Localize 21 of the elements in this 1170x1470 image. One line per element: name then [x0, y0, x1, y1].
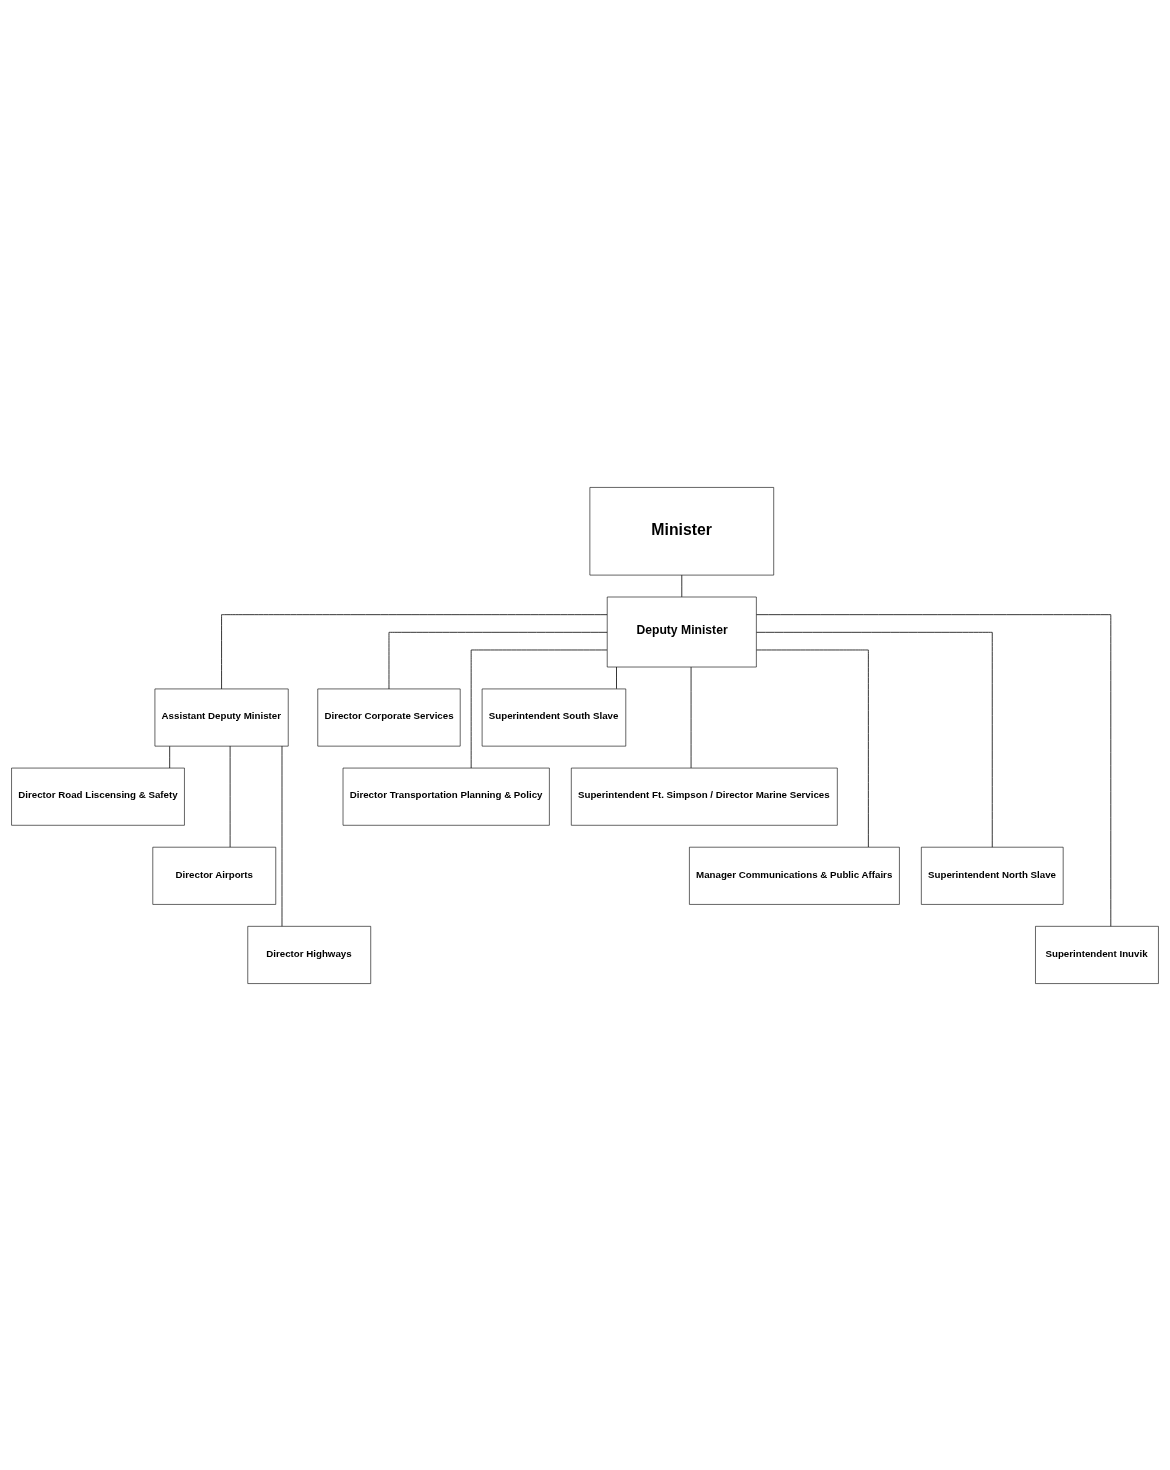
- connector: [756, 631, 993, 848]
- connector: [388, 631, 608, 689]
- node-box: Superintendent North Slave: [921, 846, 1064, 905]
- connector: [756, 613, 1112, 927]
- connector: [169, 745, 171, 768]
- node-box: Manager Communications & Public Affairs: [689, 846, 900, 905]
- node-box: Director Road Liscensing & Safety: [11, 767, 185, 826]
- connector: [681, 574, 683, 597]
- connector: [221, 613, 608, 689]
- node-box: Director Highways: [247, 925, 372, 984]
- node-box: Director Airports: [152, 846, 277, 905]
- connector: [616, 666, 617, 689]
- node-box: Superintendent South Slave: [481, 688, 627, 746]
- node-box: Minister: [589, 486, 774, 575]
- node-box: Assistant Deputy Minister: [154, 688, 289, 746]
- node-box: Director Corporate Services: [317, 688, 461, 746]
- node-box: Deputy Minister: [606, 596, 757, 667]
- connector: [756, 649, 869, 847]
- node-box: Director Transportation Planning & Policy: [342, 767, 550, 826]
- node-box: Superintendent Ft. Simpson / Director Marine Services: [571, 767, 838, 826]
- node-box: Superintendent Inuvik: [1035, 925, 1159, 984]
